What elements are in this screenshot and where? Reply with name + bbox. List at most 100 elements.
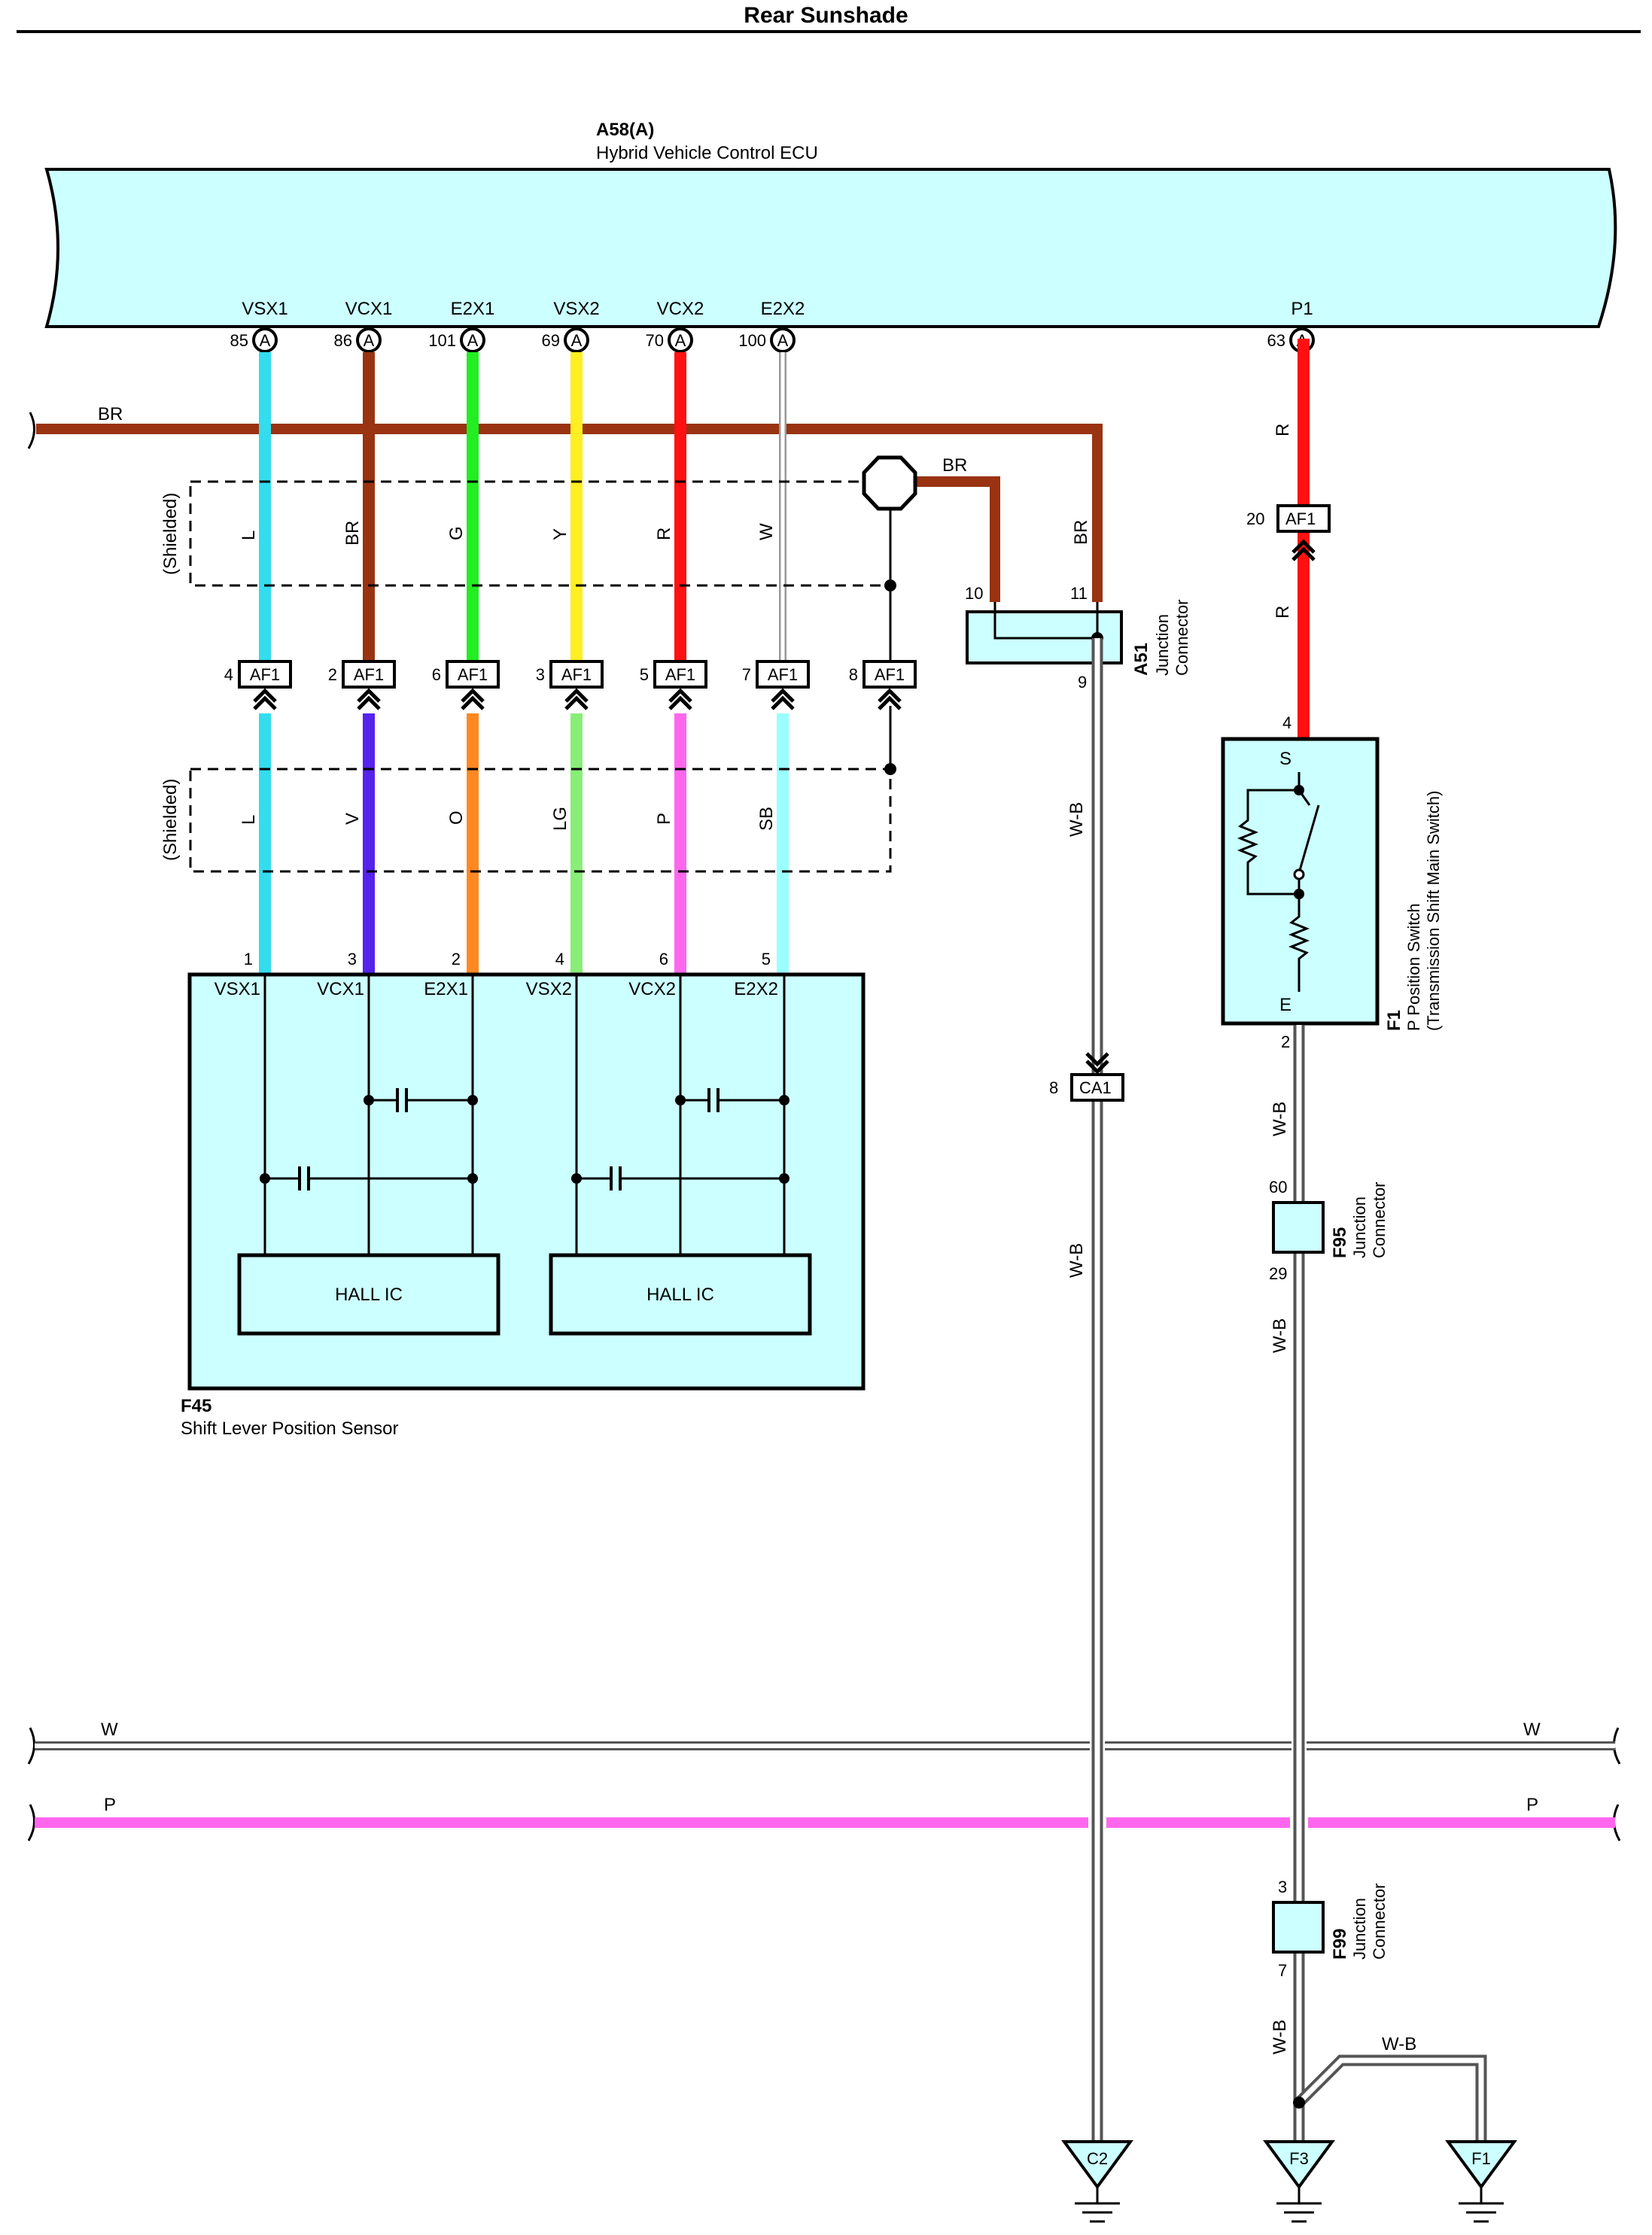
ecu-name: Hybrid Vehicle Control ECU [596,143,818,163]
wire-lower-color: P [654,813,674,825]
ecu-pin-conn: A [467,331,479,350]
sensor-pin-num: 2 [452,950,461,968]
p1-wire-label-2: R [1273,606,1293,619]
p1-wire-label-1: R [1273,424,1293,436]
f99-pin-top: 3 [1278,1878,1287,1896]
af1-p-connector [1276,504,1331,533]
af1-label: AF1 [875,665,905,684]
wb-label-4: W-B [1270,1318,1290,1353]
ecu-pin-circle [460,327,485,353]
a51-name1: Junction [1153,614,1172,676]
ground-triangle [1445,2140,1517,2190]
a51-pin-9: 9 [1078,673,1087,692]
ecu-pin-circle [252,327,278,353]
ecu-pin-name: E2X1 [451,299,495,319]
ecu-code: A58(A) [596,120,654,140]
sensor-pin-name: E2X2 [734,979,778,999]
sensor-code: F45 [181,1396,211,1416]
af1-p-pin: 20 [1246,509,1264,528]
f99-name1: Junction [1350,1898,1369,1960]
wb-label-5: W-B [1270,2020,1290,2054]
p1-wire: R R AF1 20 [1246,339,1331,737]
ground-triangle [1061,2140,1133,2190]
sensor-pin-num: 4 [555,950,564,968]
ecu-pin-num: 86 [334,331,352,350]
af1-pin: 7 [742,665,751,684]
f99-pin-bottom: 7 [1278,1961,1287,1980]
wb-label-2: W-B [1066,1243,1087,1278]
af1-arrow [461,688,485,710]
f1-code: F1 [1384,1010,1404,1031]
hall-ic-label: HALL IC [335,1285,403,1305]
lower-shield [189,768,892,873]
sensor-pin-num: 6 [659,950,668,968]
a51-pin-11: 11 [1070,584,1088,603]
wb-label-1: W-B [1066,802,1087,837]
af1-pin: 3 [536,665,545,684]
bus-p-label-left: P [104,1795,116,1815]
ecu-pin-name: P1 [1291,299,1313,319]
wire-lower-color: SB [756,807,777,831]
f95-code: F95 [1330,1227,1350,1258]
ground-label: F3 [1289,2149,1309,2168]
a51-pin-10: 10 [965,584,983,603]
wb-wire-c2: CA1 8 W-B W-B [1049,638,1124,2142]
f1-pin-s: S [1279,749,1291,769]
ecu-pin-num: 63 [1267,331,1285,350]
ca1-label: CA1 [1079,1078,1112,1097]
af1-connector [238,660,292,689]
hall-ic-box [549,1253,812,1336]
f1-pin-bottom: 2 [1281,1032,1290,1051]
ground-triangle [1263,2140,1335,2190]
br-branch-label: BR [942,455,967,476]
lower-shield-label: (Shielded) [160,779,181,861]
ecu-box [44,168,1617,328]
sensor-pin-name: VCX1 [317,979,364,999]
f95-name1: Junction [1350,1197,1369,1258]
bus-w-label-left: W [101,1720,118,1740]
f1-name1: P Position Switch [1404,903,1423,1031]
br-branch-wire [890,476,1000,602]
f1-pin-e: E [1279,995,1291,1015]
ca1-pin: 8 [1049,1078,1058,1097]
af1-arrow [771,688,795,710]
ecu-pin-circle [356,327,382,353]
page-title: Rear Sunshade [744,3,908,28]
f99-code: F99 [1330,1929,1350,1960]
bus-w: W W [27,1720,1621,1765]
af1-label: AF1 [250,665,280,684]
wb-label-6: W-B [1382,2034,1416,2054]
ecu-pin-num: 85 [230,331,248,350]
sensor-pin-name: E2X1 [424,979,468,999]
ground-label: C2 [1087,2149,1108,2168]
ecu-pins: VSX1A85VCX1A86E2X1A101VSX2A69VCX2A70E2X2… [230,299,1315,353]
af1-pin: 4 [224,665,233,684]
wb-wire-f3: W-B W-B W-B 60 29 F95 Junction Connector… [1269,1025,1487,2142]
af1-connector [342,660,396,689]
af1-label: AF1 [458,665,488,684]
af1-arrow [564,688,589,710]
f99-name2: Connector [1370,1883,1389,1960]
bus-w-label-right: W [1523,1720,1541,1740]
wire-lower-color: L [239,815,259,825]
f1-pin-top: 4 [1282,713,1291,732]
sensor-pin-num: 5 [762,950,771,968]
af1-connector [756,660,810,689]
a51-name2: Connector [1173,599,1191,676]
hall-ic-box [237,1253,500,1336]
af1-connector [653,660,707,689]
ecu-pin-name: VCX2 [657,299,704,319]
wire-upper-color: L [239,531,259,540]
af1-arrow [253,688,277,710]
ecu-pin-name: VSX1 [242,299,288,319]
a51-code: A51 [1131,643,1152,676]
bus-br: BR [27,404,1103,602]
wire-upper-color: G [446,526,467,540]
f95-pin-top: 60 [1269,1178,1287,1197]
ecu-pin-conn: A [777,331,789,350]
wire-upper-color: BR [342,521,363,546]
